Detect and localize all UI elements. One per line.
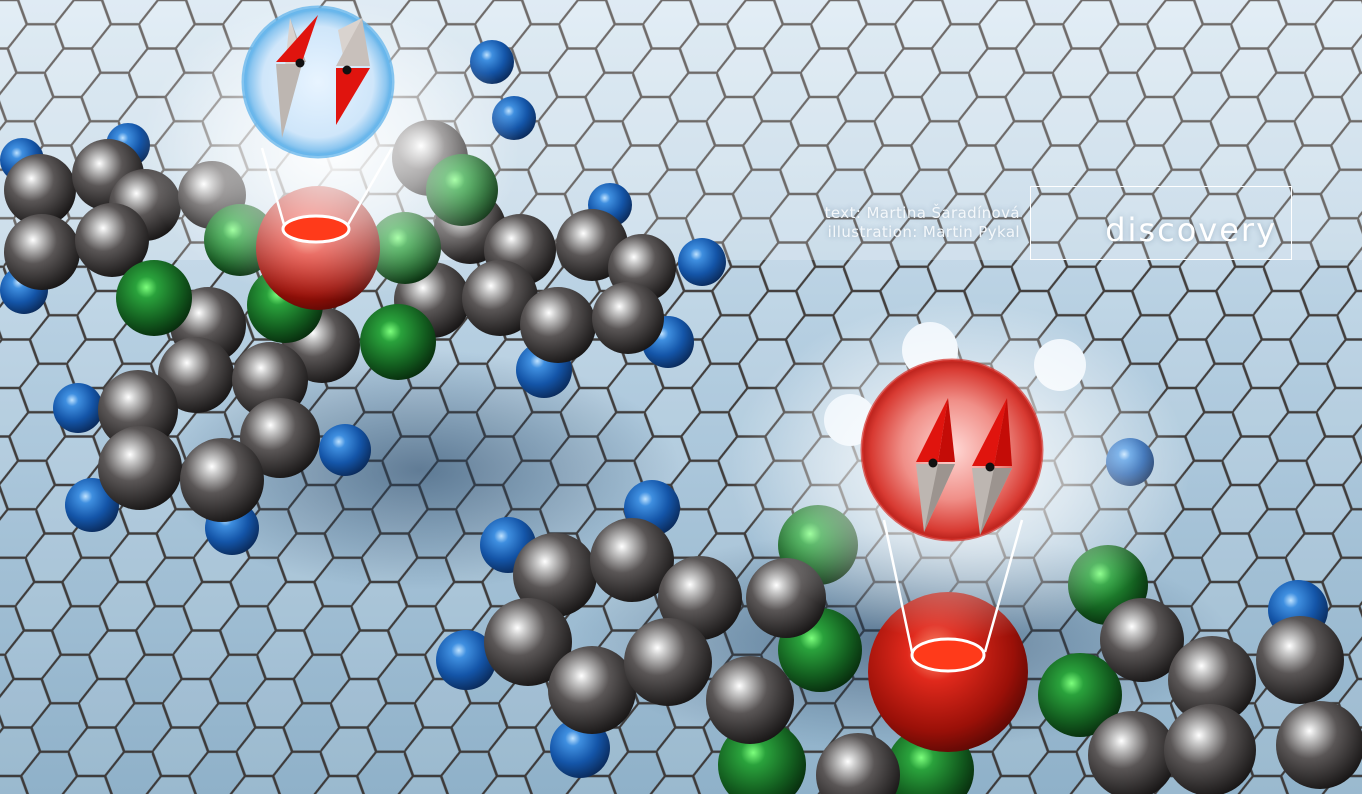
- section-label-box: discovery: [1030, 186, 1292, 260]
- molecule-lower-right: [436, 322, 1362, 794]
- credits: text: Martina Šaradínová illustration: M…: [705, 204, 1020, 242]
- text-credit: text: Martina Šaradínová: [824, 204, 1020, 222]
- illustration-credit: illustration: Martin Pykal: [827, 223, 1020, 241]
- section-label: discovery: [1105, 211, 1277, 249]
